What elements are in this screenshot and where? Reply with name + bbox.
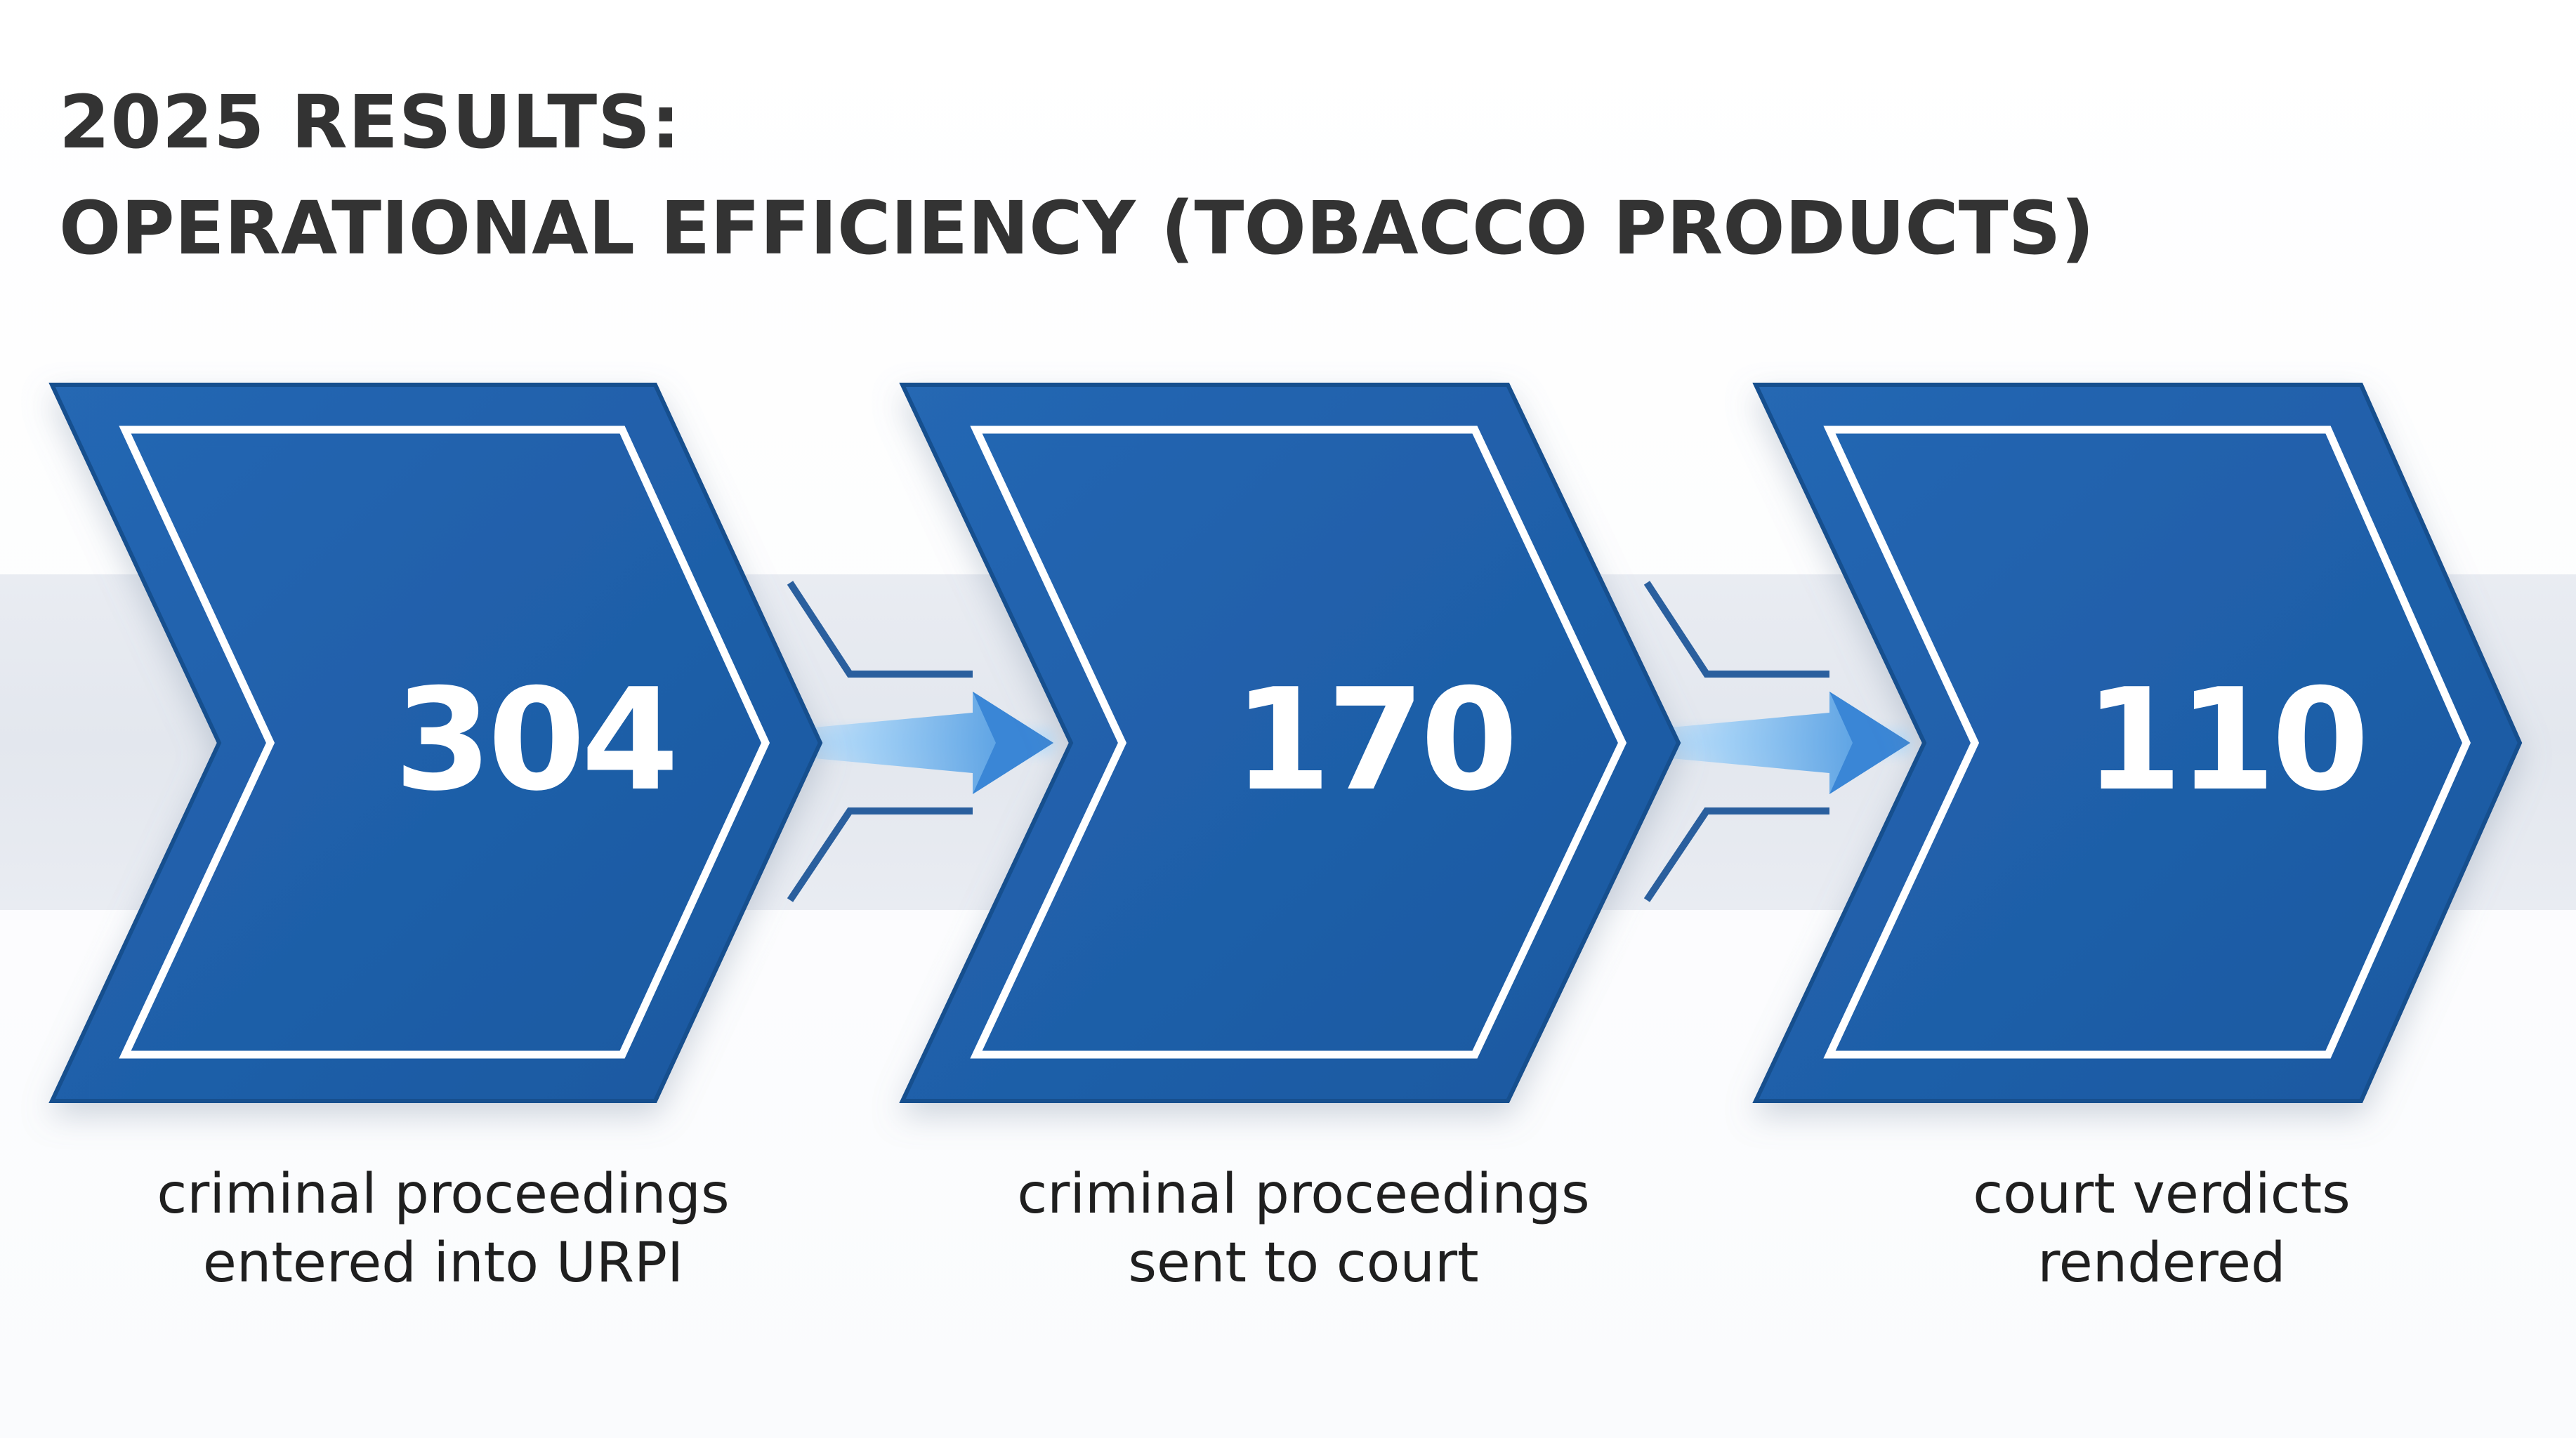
step-3-value: 110 (2084, 659, 2369, 822)
step-2-caption: criminal proceedings sent to court (1017, 1163, 1590, 1295)
title-line-1: 2025 RESULTS: (59, 79, 681, 165)
step-2-value: 170 (1233, 659, 1518, 822)
step-1-value: 304 (394, 659, 678, 822)
chevron-step-2 (899, 383, 1681, 1103)
step-3-caption: court verdicts rendered (1973, 1163, 2351, 1295)
title-line-2: OPERATIONAL EFFICIENCY (TOBACCO PRODUCTS… (59, 185, 2095, 271)
step-1-caption: criminal proceedings entered into URPI (157, 1163, 730, 1295)
chevron-step-3 (1752, 383, 2523, 1103)
chevron-step-1 (48, 383, 823, 1103)
